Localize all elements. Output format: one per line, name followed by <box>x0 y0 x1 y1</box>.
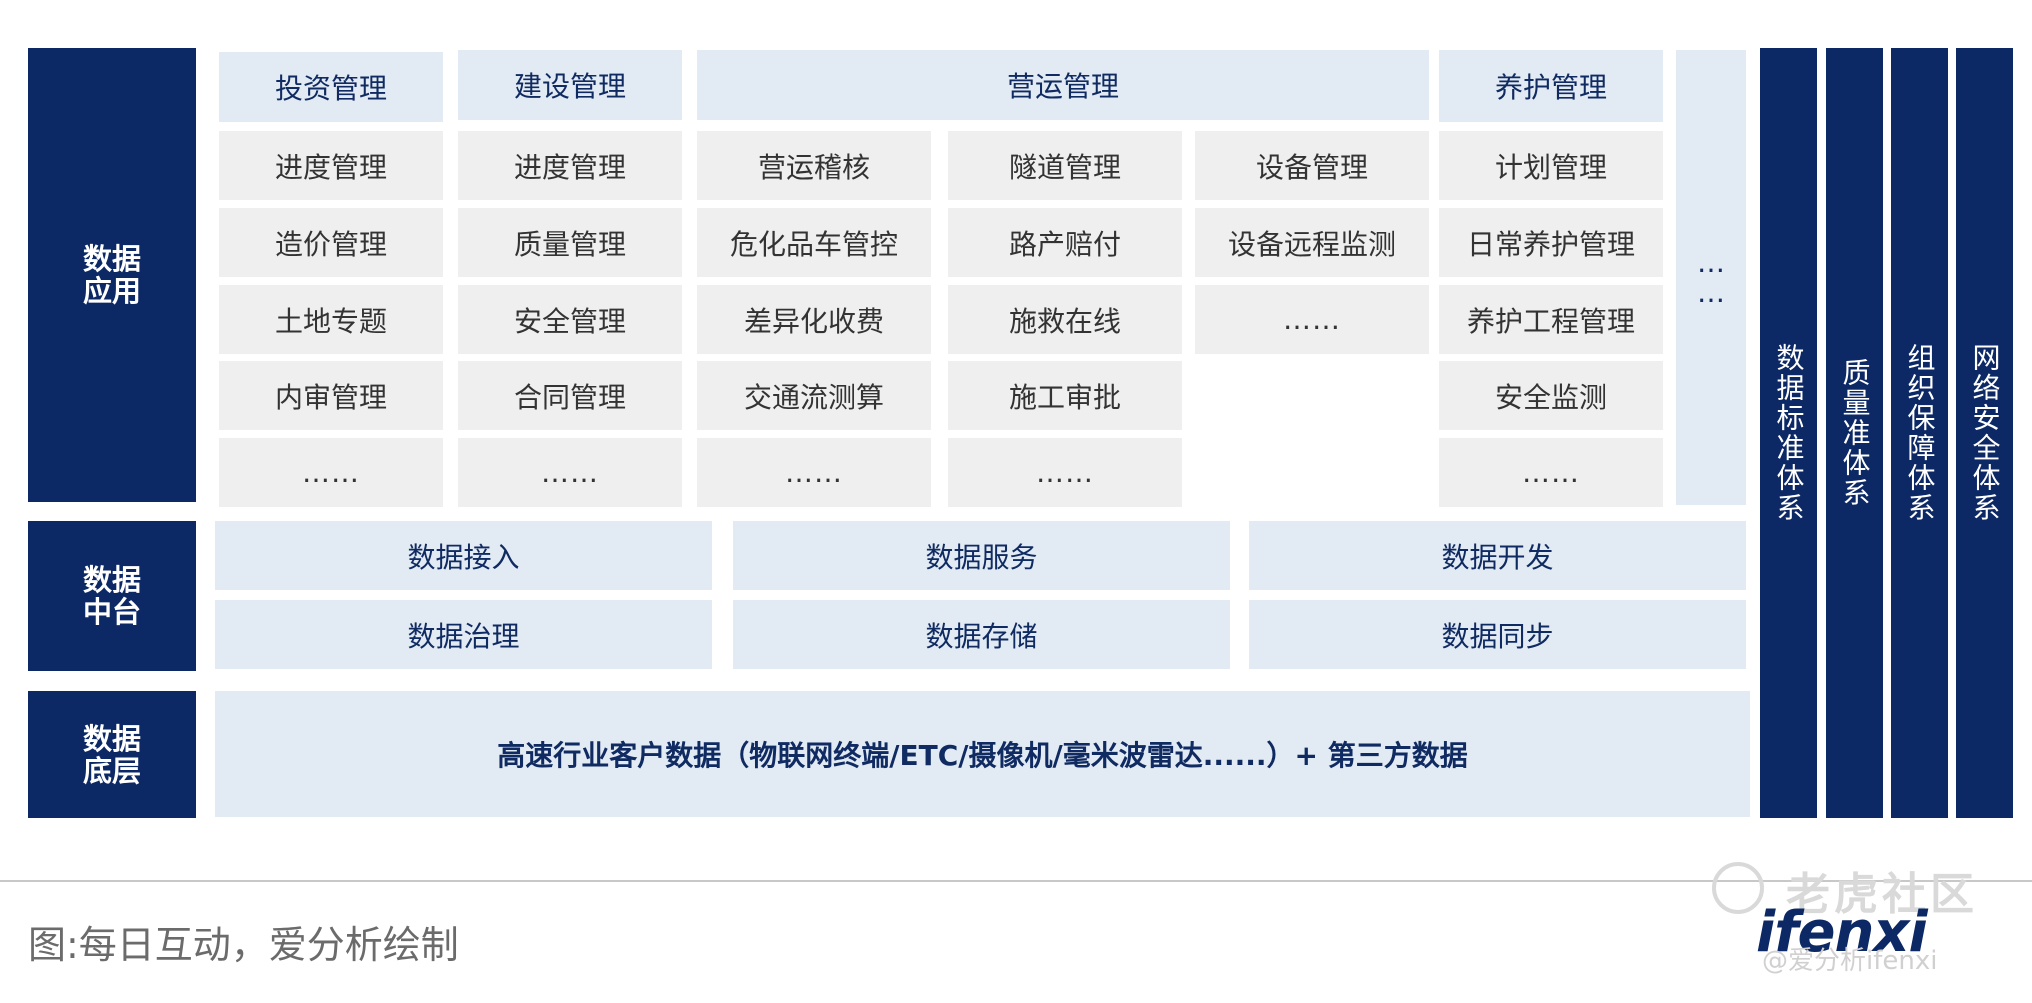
system-bar: 网络安全体系 <box>1956 48 2013 818</box>
app-cell: 进度管理 <box>458 131 682 200</box>
app-cell: 合同管理 <box>458 361 682 430</box>
app-cell: 安全监测 <box>1439 361 1663 430</box>
app-cell: 安全管理 <box>458 285 682 354</box>
app-cell: 养护工程管理 <box>1439 285 1663 354</box>
layer-label-middle-text: 数据 中台 <box>82 563 141 629</box>
app-cell: 质量管理 <box>458 208 682 277</box>
middle-item: 数据服务 <box>733 521 1230 590</box>
system-bar: 质量准体系 <box>1826 48 1883 818</box>
middle-item: 数据接入 <box>215 521 712 590</box>
header-yingyun: 营运管理 <box>697 50 1429 120</box>
watermark-community: 老虎社区 <box>1786 869 1978 920</box>
middle-item: 数据治理 <box>215 600 712 669</box>
app-cell: 营运稽核 <box>697 131 931 200</box>
app-cell: 施救在线 <box>948 285 1182 354</box>
layer-label-middle: 数据 中台 <box>28 521 196 671</box>
app-cell: 日常养护管理 <box>1439 208 1663 277</box>
app-more-column: … … <box>1676 50 1746 505</box>
brand-logo: ifenxi <box>1756 900 1928 965</box>
header-jianshe: 建设管理 <box>458 50 682 120</box>
app-cell-more: …… <box>1439 438 1663 507</box>
middle-item: 数据存储 <box>733 600 1230 669</box>
divider-line <box>0 880 2032 882</box>
app-cell: 施工审批 <box>948 361 1182 430</box>
base-data-bar: 高速行业客户数据（物联网终端/ETC/摄像机/毫米波雷达......）+ 第三方… <box>215 691 1750 817</box>
system-bar: 数据标准体系 <box>1760 48 1817 818</box>
app-cell: 危化品车管控 <box>697 208 931 277</box>
app-cell: 土地专题 <box>219 285 443 354</box>
header-touzi: 投资管理 <box>219 52 443 122</box>
layer-label-base: 数据 底层 <box>28 691 196 818</box>
watermark-handle: @爱分析ifenxi <box>1762 946 1938 976</box>
figure-caption: 图:每日互动，爱分析绘制 <box>28 923 459 967</box>
app-cell-more: …… <box>219 438 443 507</box>
app-cell: 进度管理 <box>219 131 443 200</box>
app-cell-more: …… <box>697 438 931 507</box>
app-cell-more: …… <box>1195 285 1429 354</box>
app-cell: 隧道管理 <box>948 131 1182 200</box>
community-logo-icon <box>1712 862 1764 914</box>
header-yanghu: 养护管理 <box>1439 50 1663 122</box>
layer-label-app: 数据 应用 <box>28 48 196 502</box>
app-cell: 设备管理 <box>1195 131 1429 200</box>
layer-label-app-text: 数据 应用 <box>82 242 141 308</box>
system-bar-label: 质量准体系 <box>1838 358 1872 508</box>
system-bar-label: 组织保障体系 <box>1903 343 1937 523</box>
app-cell: 差异化收费 <box>697 285 931 354</box>
app-cell: 内审管理 <box>219 361 443 430</box>
layer-label-base-text: 数据 底层 <box>82 721 141 788</box>
middle-item: 数据开发 <box>1249 521 1746 590</box>
app-cell: 设备远程监测 <box>1195 208 1429 277</box>
system-bar-label: 数据标准体系 <box>1772 343 1806 523</box>
system-bar: 组织保障体系 <box>1891 48 1948 818</box>
system-bar-label: 网络安全体系 <box>1968 343 2002 523</box>
app-cell: 造价管理 <box>219 208 443 277</box>
app-cell: 计划管理 <box>1439 131 1663 200</box>
app-cell-more: …… <box>948 438 1182 507</box>
app-cell-more: …… <box>458 438 682 507</box>
app-cell: 交通流测算 <box>697 361 931 430</box>
app-cell: 路产赔付 <box>948 208 1182 277</box>
middle-item: 数据同步 <box>1249 600 1746 669</box>
